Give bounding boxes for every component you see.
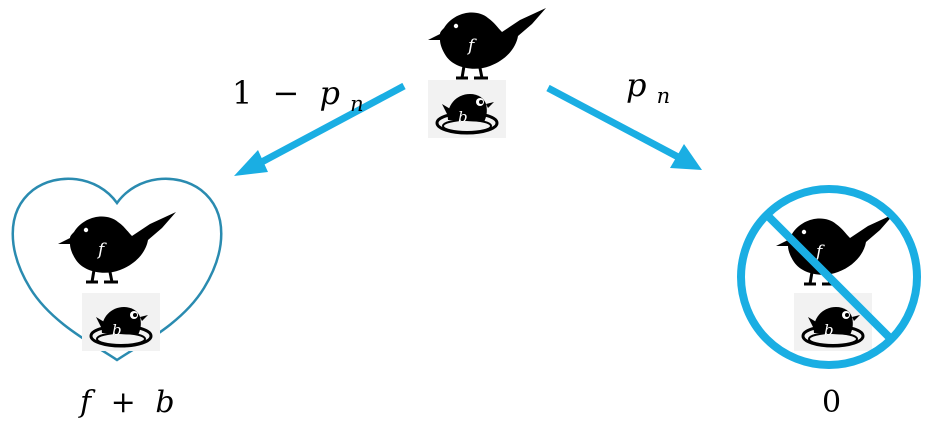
svg-text:b: b bbox=[824, 321, 834, 339]
prohibition-icon bbox=[737, 185, 921, 369]
chick-nest-icon: b bbox=[426, 78, 508, 140]
parent-label: f bbox=[466, 36, 477, 56]
svg-text:f: f bbox=[814, 242, 825, 262]
chick-nest-icon: b bbox=[80, 291, 162, 353]
right-probability: p n bbox=[626, 66, 670, 108]
chick-label: b bbox=[458, 108, 468, 126]
bird-icon: f bbox=[774, 212, 896, 286]
left-outcome: f b f + b bbox=[11, 177, 223, 420]
svg-text:b: b bbox=[112, 321, 122, 339]
right-outcome: f b 0 bbox=[737, 185, 921, 420]
top-node: f b bbox=[426, 6, 548, 140]
chick-nest-icon: b bbox=[792, 291, 874, 353]
arrow-icon bbox=[234, 82, 406, 176]
right-result: 0 bbox=[822, 385, 841, 420]
left-result: f + b bbox=[78, 385, 175, 420]
arrow-icon bbox=[546, 84, 702, 170]
bird-icon: f bbox=[426, 6, 548, 80]
svg-text:f: f bbox=[96, 240, 107, 260]
heart-icon bbox=[11, 177, 223, 362]
left-probability: 1 − p n bbox=[232, 74, 364, 116]
bird-icon: f bbox=[56, 210, 178, 284]
